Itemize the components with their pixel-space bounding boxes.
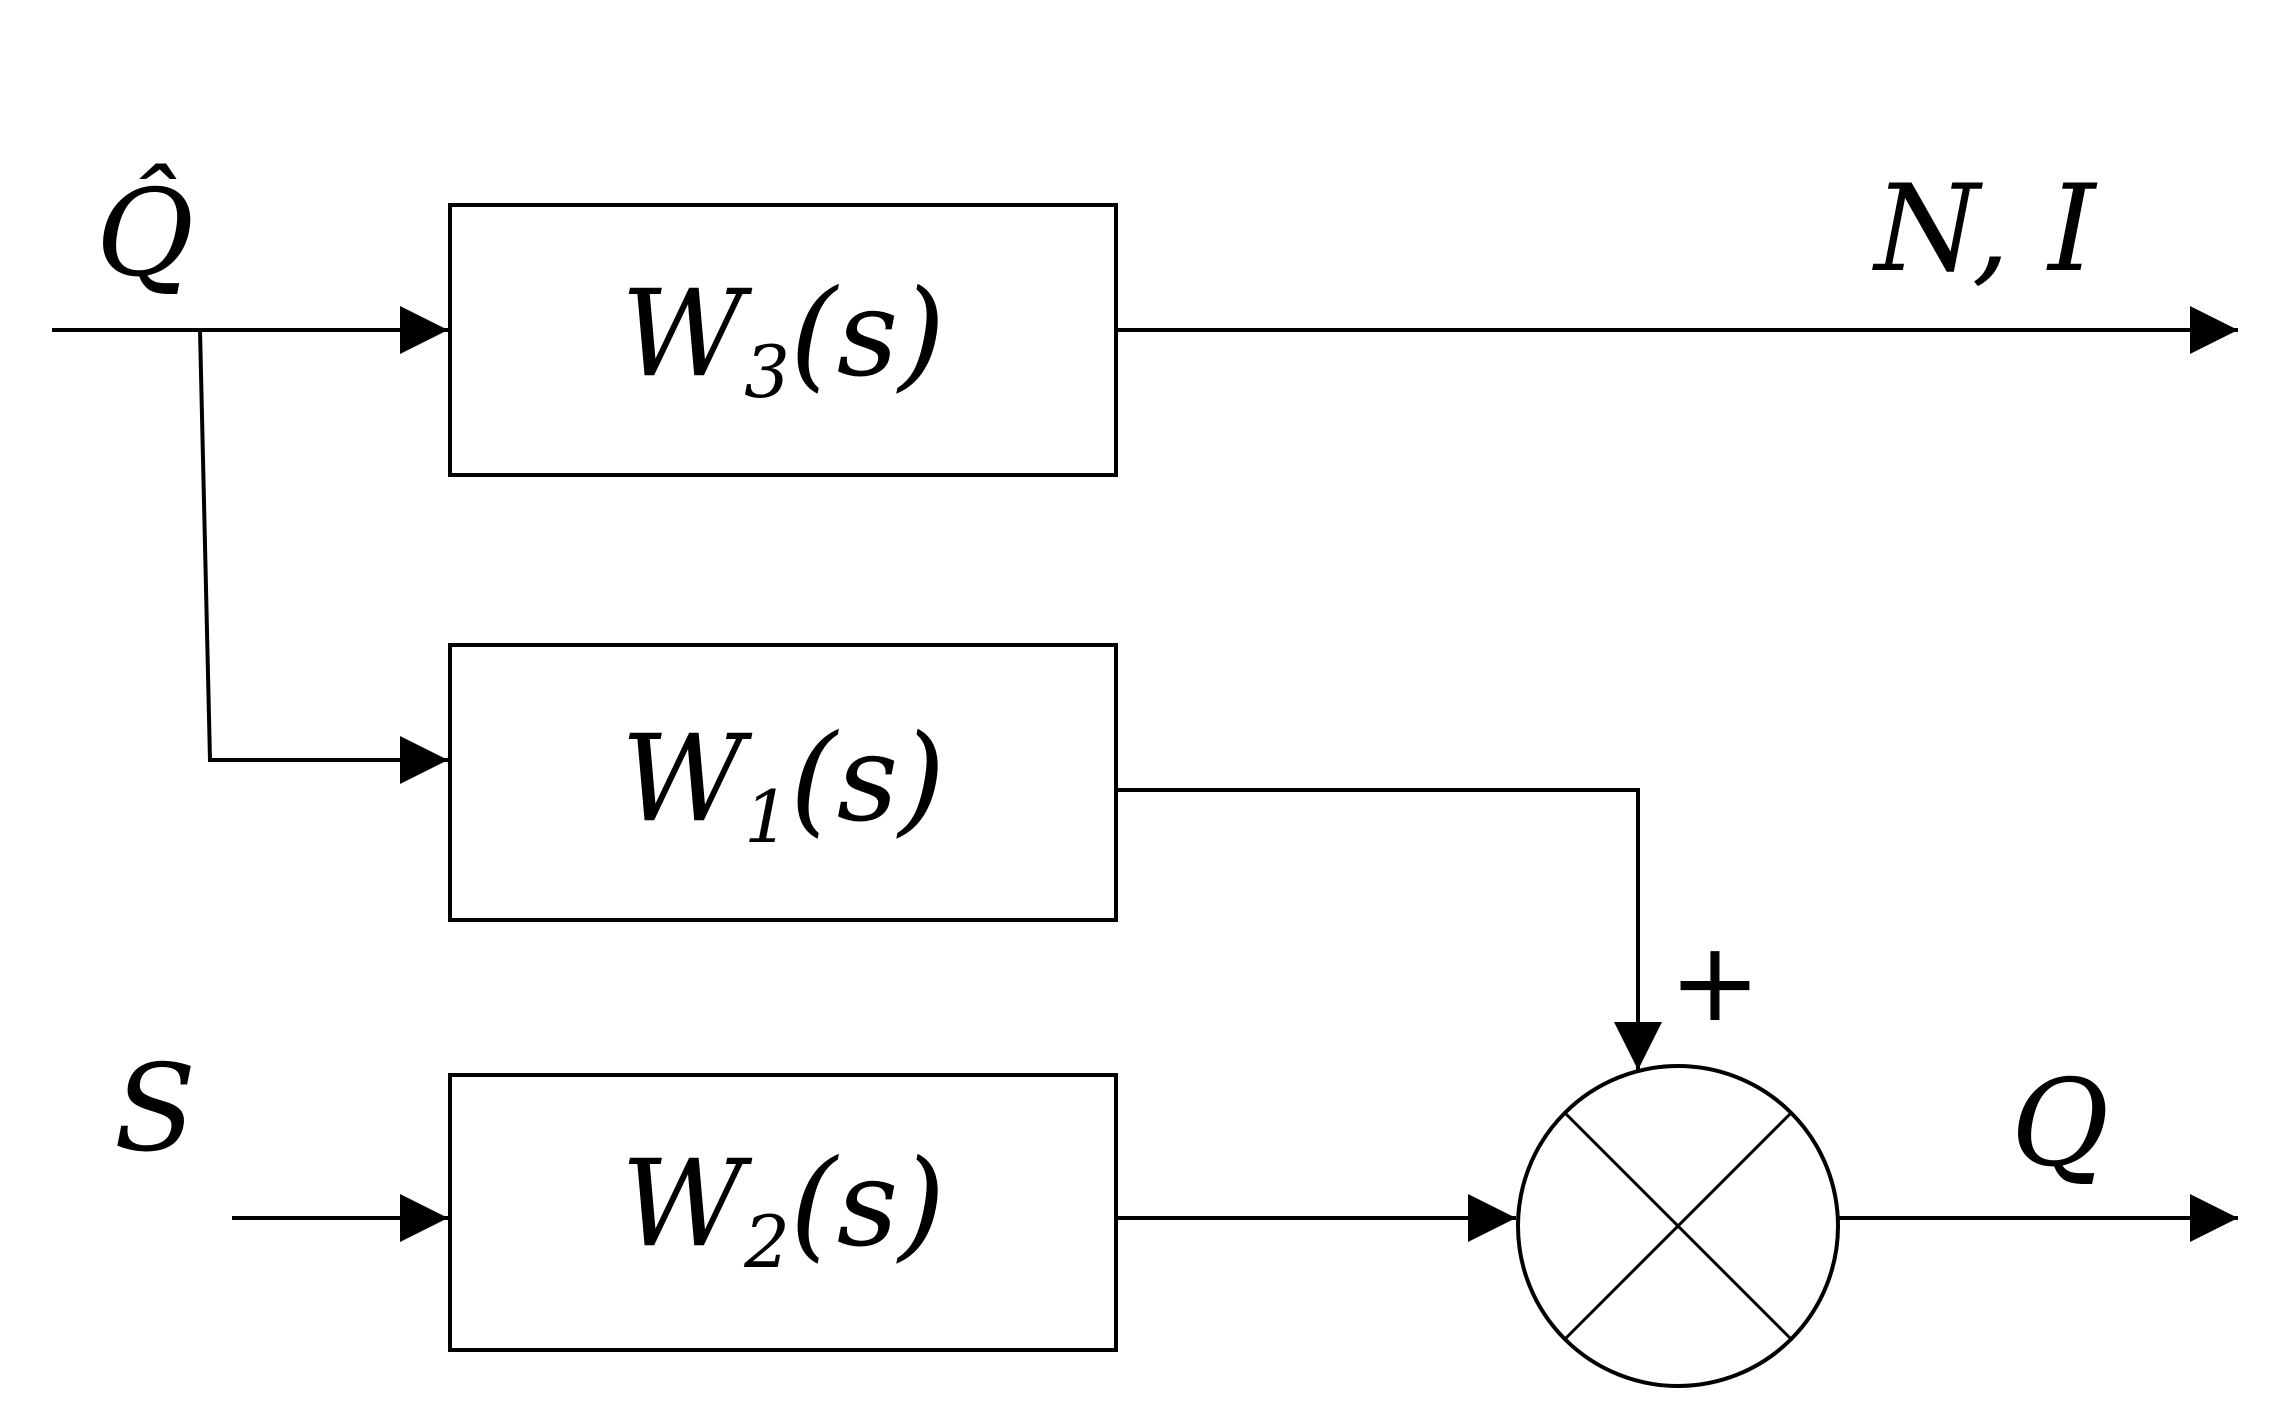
junction-plus-sign: +	[1669, 918, 1761, 1046]
block-w3-label: W3(s)	[621, 265, 945, 414]
input-s-label: S	[114, 1040, 196, 1179]
block-w1-label: W1(s)	[621, 710, 945, 859]
block-w3	[448, 203, 1118, 477]
block-w2-label: W2(s)	[621, 1135, 945, 1284]
input-q-hat-label: Q̂	[96, 163, 194, 304]
output-n-i-label: N, I	[1871, 160, 2098, 299]
multiplier-junction	[1516, 1064, 1840, 1388]
branch-to-w1-wire	[198, 329, 448, 784]
w1-to-junction-wire	[1116, 788, 1662, 1070]
output-q-label: Q	[2011, 1055, 2109, 1194]
block-w1	[448, 643, 1118, 922]
block-w2	[448, 1073, 1118, 1352]
